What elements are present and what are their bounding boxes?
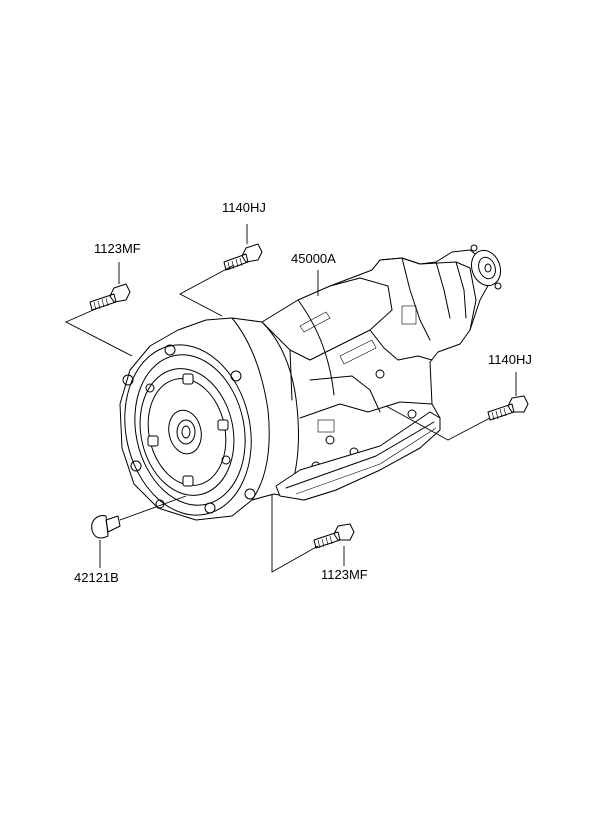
leader-lines (64, 224, 517, 573)
oil-pan (275, 411, 441, 501)
callout-1140hj-top: 1140HJ (222, 200, 266, 215)
bolt-1140hj-right (487, 395, 529, 421)
callout-45000a: 45000A (291, 251, 336, 266)
transmission-assembly (119, 244, 502, 521)
plug-42121b (91, 515, 121, 539)
callout-1123mf-bottom: 1123MF (321, 567, 368, 582)
output-flange (470, 244, 502, 290)
converter-hub (176, 419, 196, 445)
flange-ears (122, 344, 256, 514)
bolt-1123mf-bottom (313, 523, 355, 549)
bolt-1140hj-top (223, 243, 263, 271)
callout-42121b: 42121B (74, 570, 119, 585)
converter-lugs (145, 373, 231, 487)
callout-1140hj-right: 1140HJ (488, 352, 532, 367)
bolt-1123mf-upper-left (89, 283, 131, 311)
callout-1123mf-upper-left: 1123MF (94, 241, 141, 256)
